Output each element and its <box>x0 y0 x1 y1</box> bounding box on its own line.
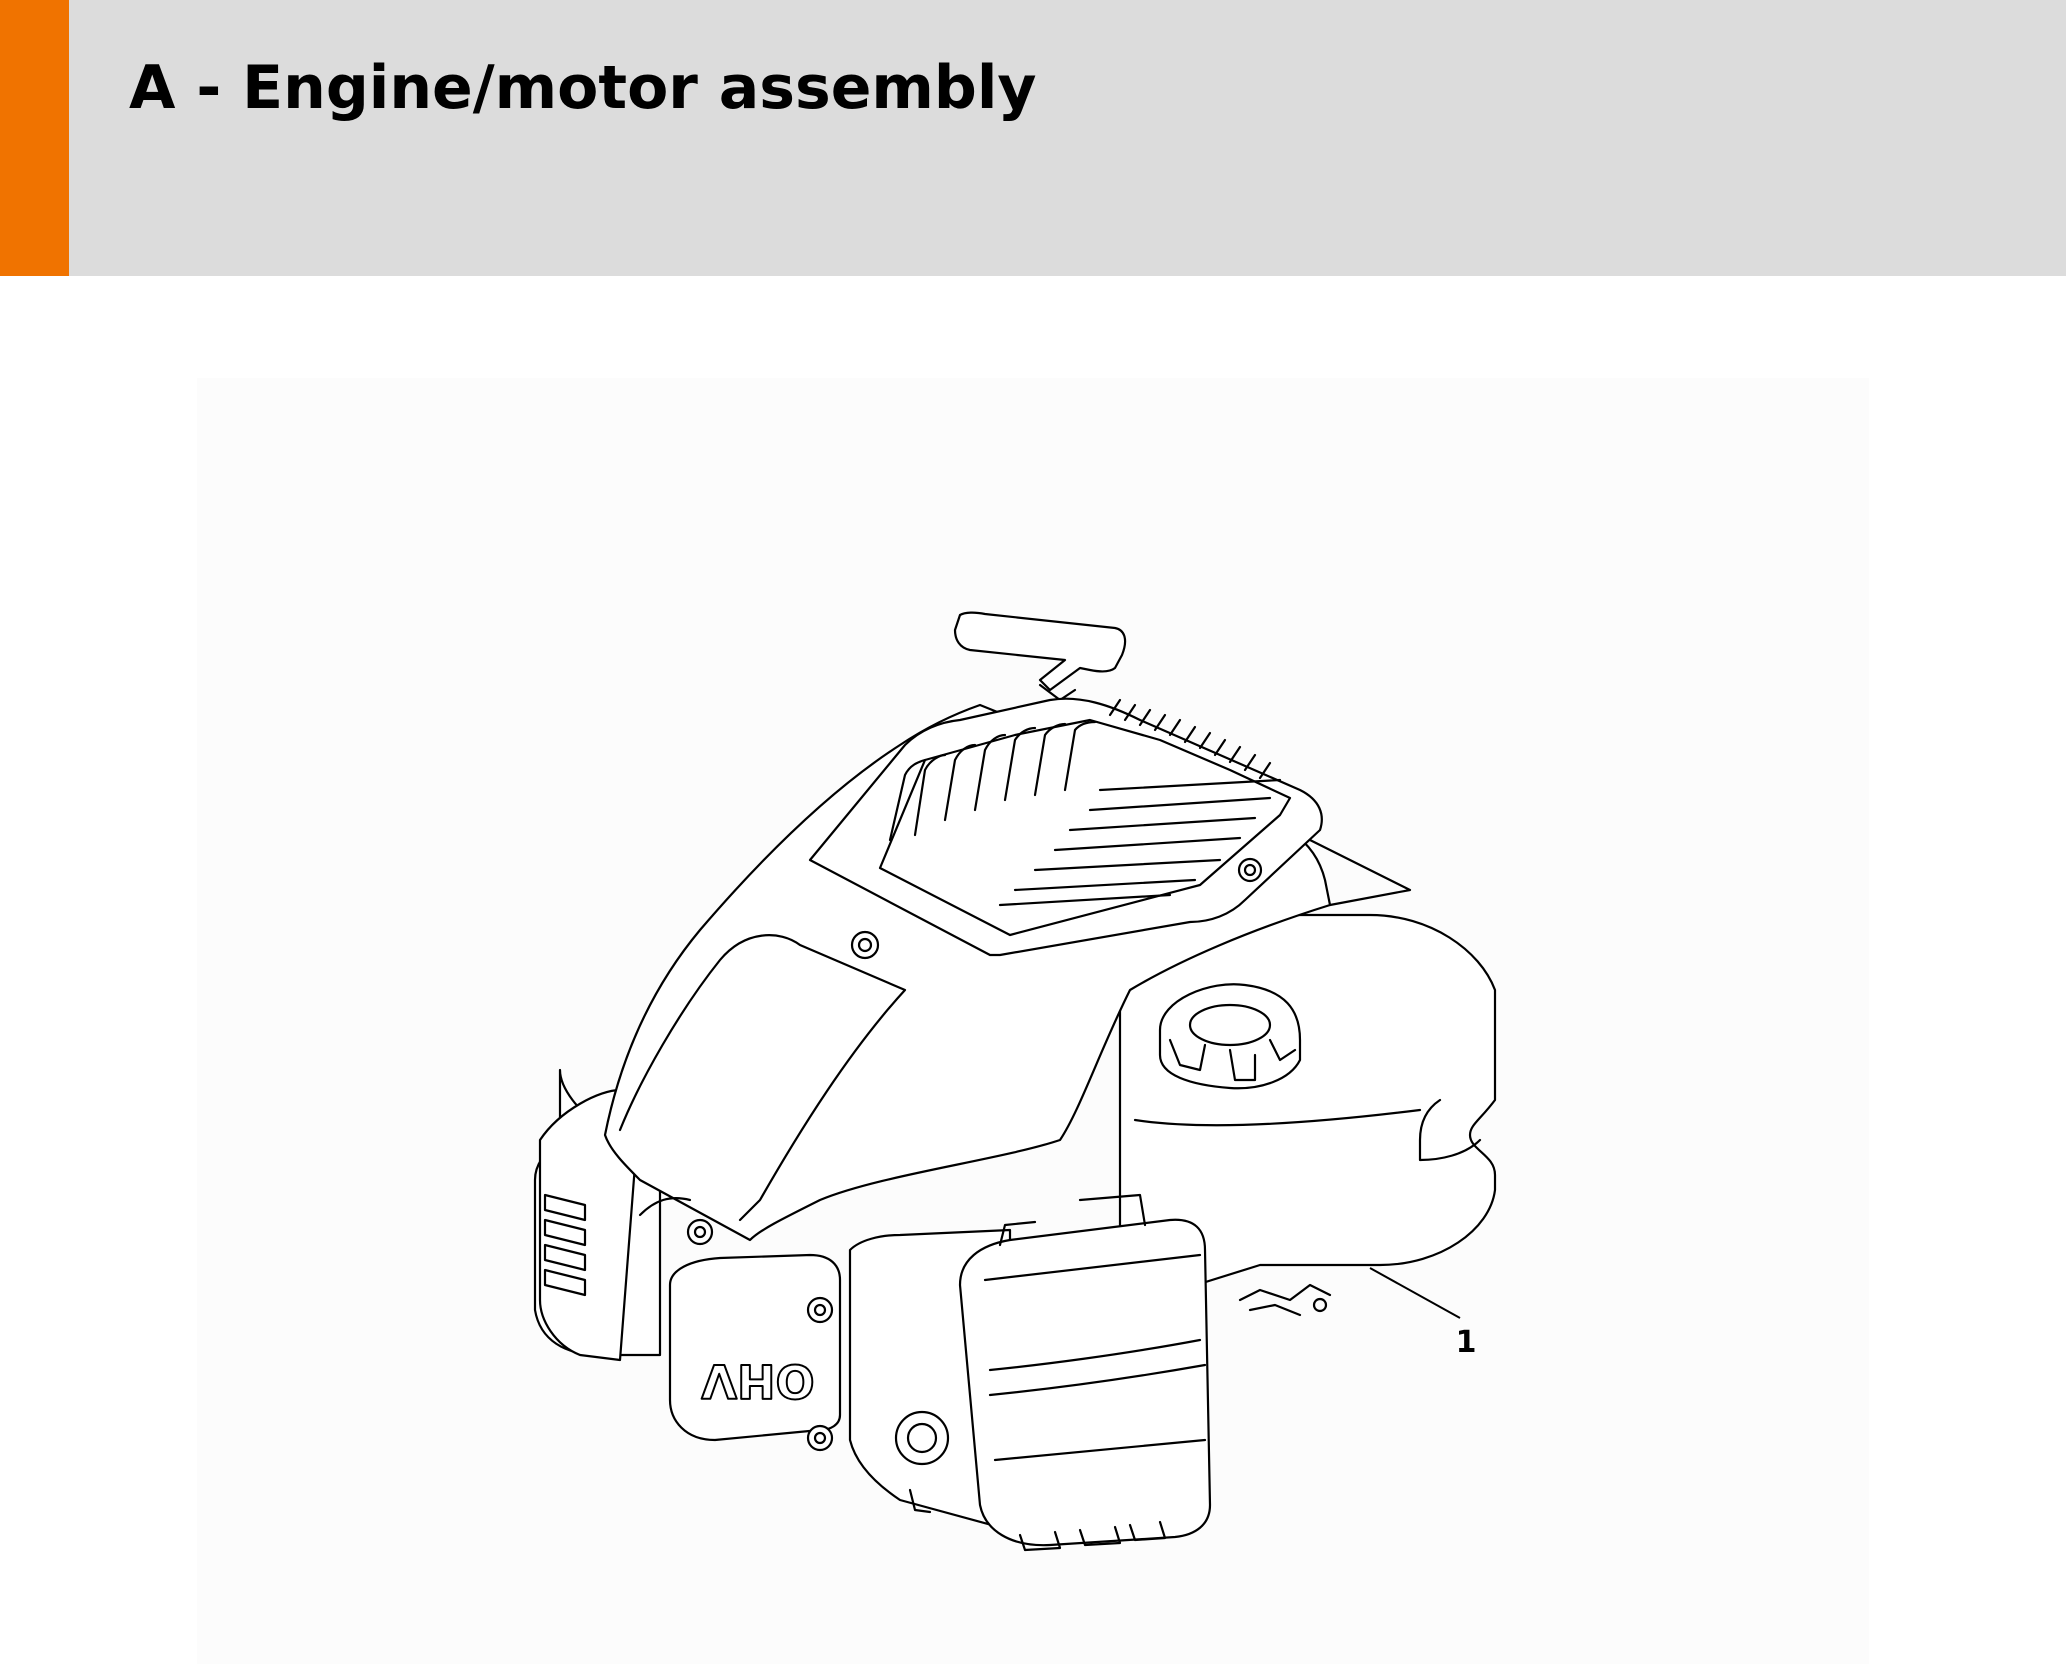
engine-illustration: OHV <box>533 611 1497 1552</box>
shroud-screw <box>850 930 880 960</box>
fuel-cap <box>1158 983 1302 1090</box>
horizontal-vent-slats <box>998 778 1282 907</box>
oil-plug <box>894 1410 950 1466</box>
side-vents <box>543 1193 587 1297</box>
accent-bar <box>0 0 69 276</box>
air-filter <box>958 1218 1212 1547</box>
vertical-vent-fins <box>888 720 1097 842</box>
page-header: A - Engine/motor assembly <box>0 0 2066 276</box>
valve-cover-bolts <box>686 1218 834 1452</box>
valve-cover-ohv-text: OHV <box>701 1354 815 1408</box>
callout-number: 1 <box>1456 1325 1477 1360</box>
shroud-screw <box>1237 857 1263 883</box>
valve-cover <box>668 1253 842 1442</box>
filter-latches <box>1018 1520 1167 1552</box>
starter-handle <box>953 611 1127 692</box>
shroud-recess <box>618 934 907 1222</box>
callout-1: 1 <box>1369 1267 1477 1360</box>
top-ribs <box>1108 698 1272 780</box>
callout-leader-line <box>1369 1267 1461 1319</box>
vent-frame <box>808 697 1323 957</box>
governor-linkage <box>1238 1283 1332 1317</box>
page-title: A - Engine/motor assembly <box>129 53 1037 123</box>
